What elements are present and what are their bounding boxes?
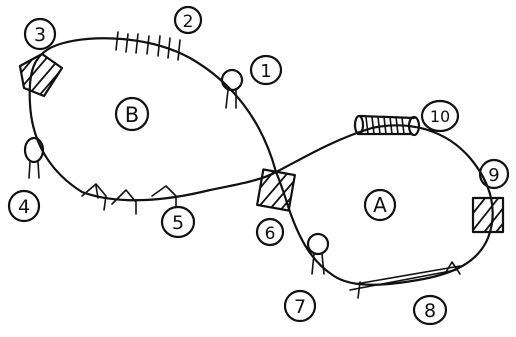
fence-2 (115, 31, 181, 61)
person-7 (306, 232, 330, 275)
callout-9-number: 9 (488, 165, 499, 186)
callout-4-number: 4 (18, 196, 30, 218)
cylinder-10 (353, 114, 421, 137)
figure-eight-track-loop-a (274, 124, 494, 286)
callout-6: 6 (255, 217, 285, 247)
callout-8-number: 8 (424, 300, 436, 322)
callout-5: 5 (160, 205, 196, 239)
person-1 (220, 68, 244, 109)
callout-7-number: 7 (294, 296, 306, 318)
callout-10-number: 10 (430, 107, 450, 126)
callout-2: 2 (173, 5, 203, 35)
barriers-5 (81, 183, 177, 215)
figure-eight-track-loop-b (28, 37, 278, 202)
region-a-label: A (373, 193, 387, 217)
block-6 (256, 168, 296, 212)
bar-8 (349, 261, 461, 299)
callout-4: 4 (7, 189, 41, 223)
callout-8: 8 (412, 294, 448, 326)
callout-9: 9 (478, 158, 510, 190)
callout-7: 7 (283, 289, 317, 323)
callout-2-number: 2 (183, 12, 194, 32)
callout-1: 1 (249, 54, 283, 86)
callout-6-number: 6 (265, 224, 276, 244)
block-9 (471, 196, 505, 234)
callout-1-number: 1 (260, 61, 271, 82)
block-3 (18, 52, 64, 98)
person-4 (23, 136, 45, 179)
region-b-label: B (125, 103, 139, 127)
callout-3-number: 3 (34, 24, 46, 46)
callout-3: 3 (23, 17, 57, 51)
region-a: A (363, 188, 397, 222)
region-b: B (114, 96, 150, 132)
callout-5-number: 5 (172, 212, 184, 234)
callout-10: 10 (420, 99, 460, 133)
